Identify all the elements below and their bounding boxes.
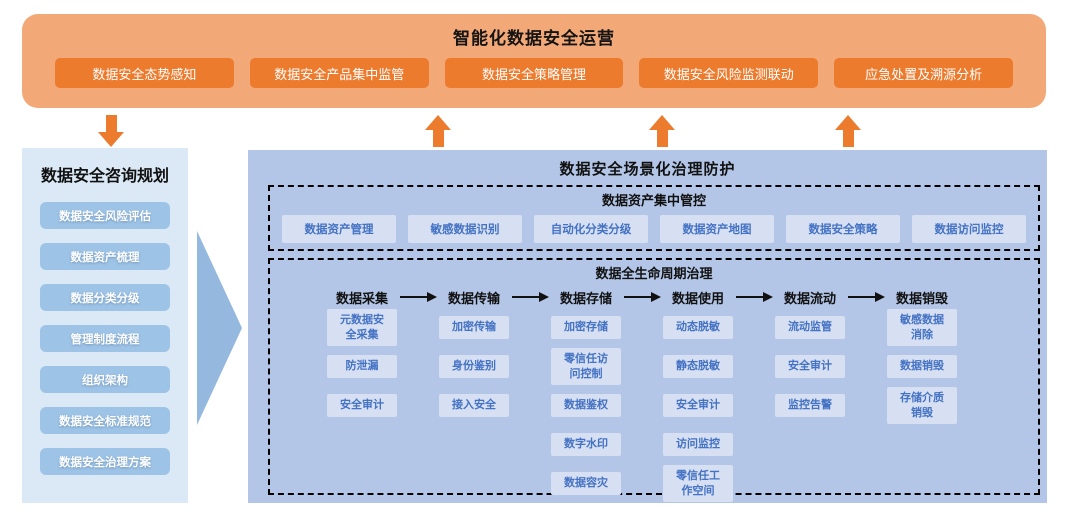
asset-control-items: 数据资产管理 敏感数据识别 自动化分类分级 数据资产地图 数据安全策略 数据访问…	[282, 215, 1026, 243]
top-button: 数据安全策略管理	[444, 58, 624, 88]
left-panel-item: 数据资产梳理	[40, 243, 170, 270]
stage-arrow-icon	[848, 292, 885, 302]
stage-column-storage: 数据存储 加密存储 零信任访问控制 数据鉴权 数字水印 数据容灾	[530, 288, 661, 503]
arrow-head	[649, 115, 675, 130]
arrow-stem	[432, 130, 444, 147]
down-arrow-icon	[98, 115, 124, 147]
left-panel-item: 数据安全标准规范	[40, 407, 170, 434]
stage-item: 数字水印	[551, 433, 621, 456]
arrow-head	[425, 115, 451, 130]
asset-item: 自动化分类分级	[534, 215, 648, 243]
stage-item: 加密存储	[551, 316, 621, 339]
left-panel-item: 数据安全治理方案	[40, 448, 170, 475]
left-panel-item: 管理制度流程	[40, 325, 170, 352]
lifecycle-title: 数据全生命周期治理	[595, 266, 713, 281]
asset-control-box: 数据资产集中管控 数据资产管理 敏感数据识别 自动化分类分级 数据资产地图 数据…	[268, 185, 1040, 251]
stage-arrow-icon	[512, 292, 549, 302]
lifecycle-box: 数据全生命周期治理 数据采集 元数据安全采集 防泄漏 安全审计 数据传输	[268, 258, 1040, 502]
arrow-stem	[656, 130, 668, 147]
stage-arrow-icon	[624, 292, 661, 302]
stage-item: 流动监管	[775, 316, 845, 339]
top-button: 数据安全产品集中监管	[249, 58, 429, 88]
stage-item: 安全审计	[775, 355, 845, 378]
stage-item: 动态脱敏	[663, 316, 733, 339]
arrow-head	[835, 115, 861, 130]
left-panel-items: 数据安全风险评估 数据资产梳理 数据分类分级 管理制度流程 组织架构 数据安全标…	[22, 202, 188, 475]
stage-item: 身份鉴别	[439, 355, 509, 378]
stage-arrow-icon	[400, 292, 437, 302]
stage-item: 防泄漏	[327, 355, 397, 378]
top-button: 应急处置及溯源分析	[834, 58, 1013, 88]
asset-item: 数据资产地图	[660, 215, 774, 243]
top-banner: 智能化数据安全运营 数据安全态势感知 数据安全产品集中监管 数据安全策略管理 数…	[22, 14, 1046, 108]
stage-item: 元数据安全采集	[327, 309, 397, 346]
stage-item: 数据容灾	[551, 472, 621, 495]
arrow-stem	[105, 115, 117, 132]
left-panel: 数据安全咨询规划 数据安全风险评估 数据资产梳理 数据分类分级 管理制度流程 组…	[22, 148, 188, 503]
stage-item: 安全审计	[327, 394, 397, 417]
top-button: 数据安全态势感知	[55, 58, 234, 88]
stage-arrow-icon	[736, 292, 773, 302]
right-panel-title: 数据安全场景化治理防护	[559, 161, 736, 178]
top-button: 数据安全风险监测联动	[639, 58, 819, 88]
stage-item: 数据鉴权	[551, 394, 621, 417]
lifecycle-stages: 数据采集 元数据安全采集 防泄漏 安全审计 数据传输 加密传输 身份鉴别 接入安…	[306, 288, 978, 503]
stage-item: 加密传输	[439, 316, 509, 339]
stage-item: 接入安全	[439, 394, 509, 417]
left-panel-item: 数据安全风险评估	[40, 202, 170, 229]
stage-item: 数据销毁	[887, 355, 957, 378]
stage-header-label: 数据流动	[783, 291, 836, 306]
stage-column-usage: 数据使用 动态脱敏 静态脱敏 安全审计 访问监控 零信任工作空间	[642, 288, 773, 503]
asset-item: 数据资产管理	[282, 215, 396, 243]
right-panel: 数据安全场景化治理防护 数据资产集中管控 数据资产管理 敏感数据识别 自动化分类…	[248, 150, 1047, 503]
stage-item: 静态脱敏	[663, 355, 733, 378]
stage-column-destruction: 数据销毁 敏感数据消除 数据销毁 存储介质销毁	[866, 288, 978, 503]
asset-item: 敏感数据识别	[408, 215, 522, 243]
asset-control-title: 数据资产集中管控	[601, 193, 706, 208]
stage-item: 存储介质销毁	[887, 387, 957, 424]
up-arrow-icon	[425, 115, 451, 147]
stage-header-label: 数据使用	[671, 291, 724, 306]
left-panel-title: 数据安全咨询规划	[40, 168, 169, 185]
left-panel-item: 数据分类分级	[40, 284, 170, 311]
up-arrow-icon	[835, 115, 861, 147]
stage-column-transmission: 数据传输 加密传输 身份鉴别 接入安全	[418, 288, 549, 503]
stage-header-label: 数据销毁	[895, 291, 948, 306]
stage-column-collection: 数据采集 元数据安全采集 防泄漏 安全审计	[306, 288, 437, 503]
stage-item: 安全审计	[663, 394, 733, 417]
top-banner-buttons: 数据安全态势感知 数据安全产品集中监管 数据安全策略管理 数据安全风险监测联动 …	[55, 58, 1013, 88]
stage-header-label: 数据传输	[447, 291, 500, 306]
stage-item: 敏感数据消除	[887, 309, 957, 346]
left-panel-item: 组织架构	[40, 366, 170, 393]
up-arrow-icon	[649, 115, 675, 147]
stage-header-label: 数据存储	[559, 291, 612, 306]
stage-item: 监控告警	[775, 394, 845, 417]
asset-item: 数据访问监控	[912, 215, 1026, 243]
stage-column-flow: 数据流动 流动监管 安全审计 监控告警	[754, 288, 885, 503]
arrow-stem	[842, 130, 854, 147]
stage-header-label: 数据采集	[335, 291, 388, 306]
flow-triangle-icon	[197, 231, 242, 425]
stage-item: 零信任工作空间	[663, 465, 733, 502]
arrow-head	[98, 132, 124, 147]
stage-item: 访问监控	[663, 433, 733, 456]
stage-item: 零信任访问控制	[551, 348, 621, 385]
top-banner-title: 智能化数据安全运营	[453, 29, 615, 48]
asset-item: 数据安全策略	[786, 215, 900, 243]
